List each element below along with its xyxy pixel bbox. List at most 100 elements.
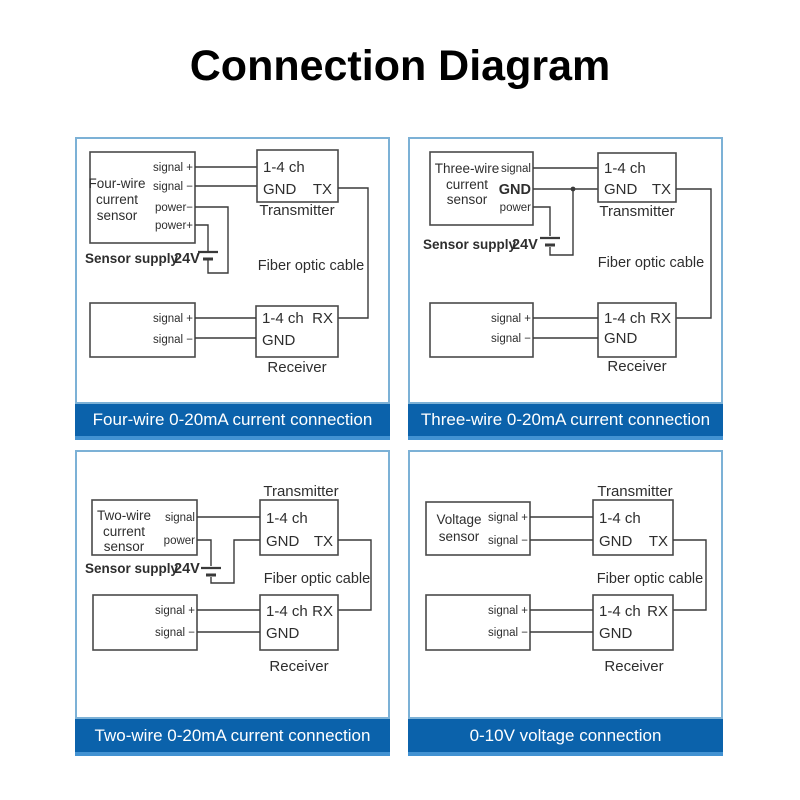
- pin-label: signal +: [488, 512, 528, 524]
- output-box: [89, 302, 196, 358]
- tx-label: TX: [314, 533, 333, 550]
- tx-label: TX: [649, 533, 668, 550]
- transmitter-box: [592, 499, 674, 556]
- output-box: [92, 594, 198, 651]
- sensor-supply-label: Sensor supply: [85, 561, 179, 576]
- wire-supply-return: [549, 189, 574, 256]
- wire-power-minus: [195, 206, 229, 274]
- two-wire-diagram: Transmitter 1-4 ch GND TX Two-wire curre…: [75, 450, 390, 719]
- gnd-label: GND: [262, 332, 296, 349]
- wire-power: [197, 539, 212, 566]
- transmitter-title: Transmitter: [263, 483, 338, 500]
- channels-label: 1-4 ch: [262, 310, 304, 327]
- pin-label: GND: [499, 182, 531, 198]
- channels-label: 1-4 ch: [599, 510, 641, 527]
- channels-label: 1-4 ch: [599, 603, 641, 620]
- caption-four-wire: Four-wire 0-20mA current connection: [75, 404, 390, 440]
- pin-label: signal: [501, 163, 531, 175]
- wire-fiber-optic: [338, 187, 369, 319]
- pin-label: signal −: [153, 181, 193, 193]
- gnd-label: GND: [263, 181, 297, 198]
- wire-fiber-optic: [676, 188, 712, 319]
- caption-three-wire: Three-wire 0-20mA current connection: [408, 404, 723, 440]
- sensor-supply-label: Sensor supply: [423, 237, 517, 252]
- fiber-optic-label: Fiber optic cable: [597, 571, 703, 587]
- receiver-box: [597, 302, 677, 358]
- pin-label: signal +: [491, 313, 531, 325]
- panel-three-wire: Three-wire current sensor signal GND pow…: [408, 137, 723, 440]
- pin-label: signal +: [153, 313, 193, 325]
- voltage-diagram: Transmitter 1-4 ch GND TX Voltage sensor…: [408, 450, 723, 719]
- fiber-optic-label: Fiber optic cable: [264, 571, 370, 587]
- transmitter-box: [597, 152, 677, 203]
- pin-label: signal −: [491, 333, 531, 345]
- receiver-title: Receiver: [267, 359, 326, 376]
- wire-power: [533, 206, 551, 236]
- receiver-box: [259, 594, 339, 651]
- sensor-label-line: Four-wire: [88, 176, 145, 191]
- transmitter-title: Transmitter: [259, 202, 334, 219]
- pin-label: power: [164, 535, 195, 547]
- pin-label: power+: [155, 220, 193, 232]
- caption-voltage: 0-10V voltage connection: [408, 719, 723, 756]
- tx-label: TX: [313, 181, 332, 198]
- wire-power-plus: [195, 224, 209, 251]
- rx-label: RX: [647, 603, 668, 620]
- pin-label: signal −: [155, 627, 195, 639]
- transmitter-title: Transmitter: [597, 483, 672, 500]
- sensor-label-line: current: [96, 192, 138, 207]
- sensor-supply-label: Sensor supply: [85, 251, 179, 266]
- gnd-label: GND: [266, 625, 300, 642]
- sensor-box: [425, 501, 531, 556]
- channels-label: 1-4 ch: [604, 310, 646, 327]
- pin-label: signal +: [488, 605, 528, 617]
- supply-voltage-label: 24V: [174, 251, 200, 267]
- sensor-label-line: sensor: [104, 539, 145, 554]
- tx-label: TX: [652, 181, 671, 198]
- battery-icon: [198, 250, 218, 261]
- caption-two-wire: Two-wire 0-20mA current connection: [75, 719, 390, 756]
- gnd-label: GND: [599, 533, 633, 550]
- rx-label: RX: [650, 310, 671, 327]
- transmitter-box: [256, 149, 339, 203]
- pin-label: signal +: [155, 605, 195, 617]
- output-box: [425, 594, 531, 651]
- transmitter-box: [259, 499, 339, 556]
- battery-icon: [540, 236, 560, 247]
- rx-label: RX: [312, 603, 333, 620]
- pin-label: signal −: [153, 334, 193, 346]
- channels-label: 1-4 ch: [266, 603, 308, 620]
- wire-fiber-optic: [673, 539, 707, 611]
- page-title: Connection Diagram: [189, 42, 611, 90]
- receiver-title: Receiver: [269, 658, 328, 675]
- pin-label: power−: [155, 202, 193, 214]
- pin-label: signal: [165, 512, 195, 524]
- sensor-label-line: sensor: [97, 208, 138, 223]
- transmitter-title: Transmitter: [599, 203, 674, 220]
- four-wire-diagram: Four-wire current sensor signal + signal…: [75, 137, 390, 404]
- sensor-label-line: sensor: [447, 192, 488, 207]
- receiver-box: [592, 594, 674, 651]
- battery-icon: [201, 566, 221, 577]
- sensor-box: [429, 151, 534, 226]
- sensor-label-line: Voltage: [436, 512, 481, 527]
- receiver-title: Receiver: [604, 658, 663, 675]
- gnd-label: GND: [604, 330, 638, 347]
- pin-label: signal +: [153, 162, 193, 174]
- receiver-box: [255, 305, 339, 358]
- sensor-label-line: current: [103, 524, 145, 539]
- gnd-label: GND: [599, 625, 633, 642]
- sensor-label-line: Two-wire: [97, 508, 151, 523]
- panel-voltage: Transmitter 1-4 ch GND TX Voltage sensor…: [408, 450, 723, 756]
- gnd-label: GND: [604, 181, 638, 198]
- wire-supply-return: [210, 539, 260, 584]
- fiber-optic-label: Fiber optic cable: [258, 258, 364, 274]
- wire-fiber-optic: [338, 539, 372, 611]
- sensor-label-line: current: [446, 177, 488, 192]
- panel-two-wire: Transmitter 1-4 ch GND TX Two-wire curre…: [75, 450, 390, 756]
- receiver-title: Receiver: [607, 358, 666, 375]
- sensor-label-line: Three-wire: [435, 161, 500, 176]
- supply-voltage-label: 24V: [174, 561, 200, 577]
- supply-voltage-label: 24V: [512, 237, 538, 253]
- sensor-label-line: sensor: [439, 529, 480, 544]
